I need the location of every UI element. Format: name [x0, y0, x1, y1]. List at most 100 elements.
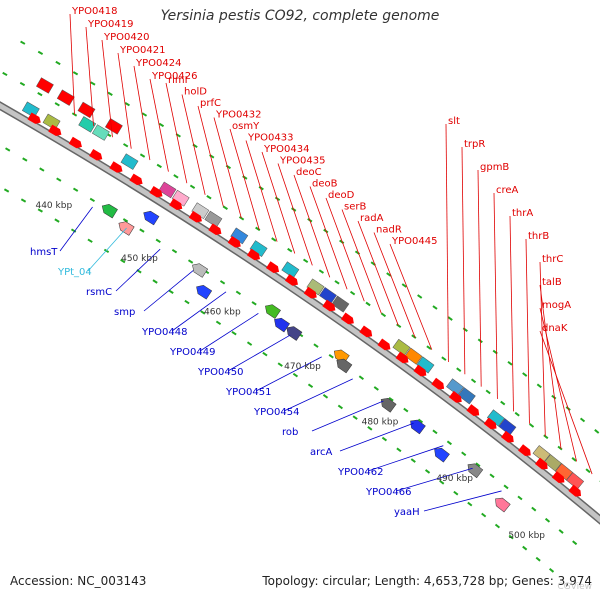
reverse-feature [286, 326, 303, 341]
forward-leader [181, 94, 206, 195]
tick-mark [453, 490, 459, 496]
forward-leader [539, 330, 593, 475]
tick-mark [184, 299, 190, 305]
reverse-feature [196, 285, 213, 300]
tick-mark [37, 208, 43, 213]
reverse-feature [336, 358, 353, 374]
reverse-feature [143, 210, 160, 226]
tick-mark [417, 294, 423, 299]
forward-gene-label: deoC [296, 167, 322, 178]
forward-arrow [568, 484, 582, 497]
tick-mark [585, 468, 591, 474]
tick-mark [307, 383, 314, 388]
tick-mark [494, 523, 501, 529]
tick-mark [522, 545, 528, 551]
forward-leader [357, 220, 399, 326]
reverse-feature [467, 463, 484, 479]
forward-gene-label: YPO0432 [215, 110, 261, 121]
tick-mark [543, 434, 549, 440]
tick-mark [19, 81, 26, 87]
reverse-feature [410, 419, 426, 435]
tick-mark [528, 423, 535, 428]
forward-gene-label: prfC [200, 98, 221, 109]
forward-leader [85, 26, 94, 126]
reverse-gene-label: yaaH [394, 507, 420, 518]
forward-leader [325, 197, 365, 302]
forward-gene-label: deoD [328, 190, 355, 201]
forward-leader [229, 128, 260, 231]
reverse-leader [255, 356, 322, 392]
forward-arrow [340, 312, 354, 325]
tick-mark [535, 556, 541, 562]
forward-arrow [413, 364, 427, 377]
forward-leader [341, 209, 382, 314]
tick-mark [446, 440, 452, 446]
tick-mark [467, 501, 473, 507]
forward-leader [539, 284, 562, 449]
tick-mark [489, 473, 495, 479]
tick-mark [72, 71, 79, 76]
forward-gene-label: gpmB [480, 162, 509, 173]
tick-mark [215, 320, 222, 326]
forward-feature [543, 454, 562, 472]
forward-leader [477, 169, 482, 387]
forward-arrow [466, 404, 480, 416]
tick-mark [334, 280, 340, 285]
tick-mark [517, 495, 523, 501]
tick-mark [231, 330, 237, 336]
tick-mark [89, 197, 96, 203]
tick-mark [380, 312, 387, 318]
tick-mark [424, 469, 431, 474]
tick-mark [87, 238, 93, 243]
tick-mark [337, 404, 343, 410]
forward-gene-label: nadR [376, 225, 402, 236]
reverse-gene-label: arcA [310, 447, 333, 458]
forward-arrow [518, 444, 531, 457]
reverse-gene-label: YPO0466 [365, 487, 411, 498]
forward-feature [498, 418, 517, 436]
reverse-leader [423, 490, 502, 512]
forward-feature [331, 295, 350, 313]
tick-mark [367, 426, 373, 431]
reverse-leader [283, 378, 353, 412]
reverse-gene-label: YPO0449 [169, 347, 215, 358]
tick-mark [292, 372, 299, 378]
forward-gene-label: thrB [528, 231, 549, 242]
forward-gene-label: slt [448, 116, 460, 127]
forward-arrow [208, 223, 222, 235]
tick-mark [349, 290, 356, 296]
forward-arrow [48, 124, 62, 137]
tick-mark [456, 367, 462, 372]
forward-leader [277, 163, 313, 266]
reverse-gene-label: YPO0448 [141, 327, 187, 338]
tick-mark [594, 429, 600, 434]
tick-mark [441, 356, 447, 361]
forward-feature [120, 153, 139, 170]
forward-gene-label: deoB [312, 179, 338, 190]
tick-mark [158, 122, 165, 128]
forward-gene-label: thrC [542, 254, 563, 265]
forward-arrow [395, 351, 409, 364]
reverse-gene-label: YPO0450 [197, 367, 243, 378]
reverse-feature [380, 398, 397, 413]
tick-mark [187, 259, 194, 264]
genome-summary: Topology: circular; Length: 4,653,728 bp… [262, 574, 592, 588]
forward-arrow [149, 185, 163, 198]
tick-mark [481, 512, 487, 518]
forward-arrow [303, 286, 317, 299]
forward-gene-label: creA [496, 185, 519, 196]
tick-mark [373, 386, 379, 391]
forward-feature [404, 347, 423, 365]
tick-mark [401, 283, 407, 288]
forward-feature [319, 287, 337, 304]
tick-mark [500, 400, 506, 406]
forward-feature [158, 181, 177, 199]
scale-label: 490 kbp [436, 474, 473, 484]
forward-gene-label: talB [542, 277, 562, 288]
tick-mark [302, 258, 309, 264]
forward-gene-label: YPO0424 [135, 58, 181, 69]
tick-mark [235, 290, 242, 296]
forward-arrow [266, 261, 280, 273]
forward-arrow [129, 173, 143, 186]
